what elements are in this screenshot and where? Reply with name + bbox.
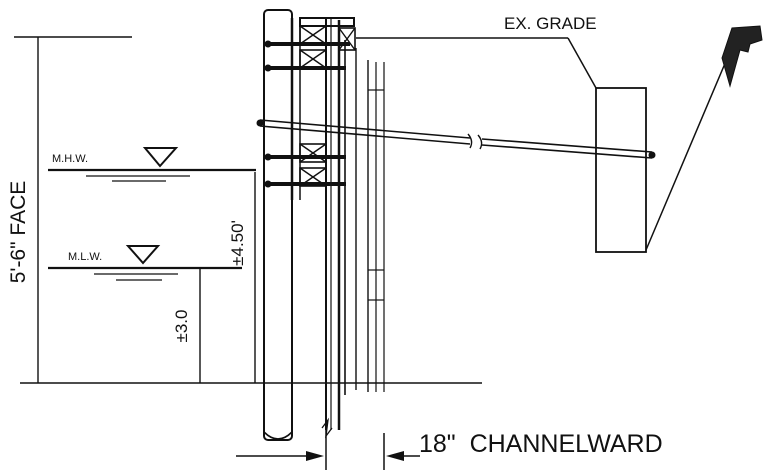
timber-pile [263,9,293,441]
dimension-450-label: ±4.50' [228,220,247,266]
existing-grade [356,25,763,251]
mhw-water-line [48,147,256,182]
dimension-30-label: ±3.0 [172,310,191,343]
mlw-water-line [48,245,242,281]
mlw-label: M.L.W. [68,251,102,263]
channelward-dimension [236,417,420,470]
ex-grade-label: EX. GRADE [504,14,597,33]
wale-assembly [264,17,385,430]
mhw-label: M.H.W. [52,153,88,165]
tie-rod [256,119,656,159]
face-dimension-label: 5'-6" FACE [7,181,30,284]
elevation-dimensions [199,172,256,383]
channelward-label: 18" CHANNELWARD [419,430,663,458]
deadman [595,87,647,253]
face-dimension [14,36,482,384]
